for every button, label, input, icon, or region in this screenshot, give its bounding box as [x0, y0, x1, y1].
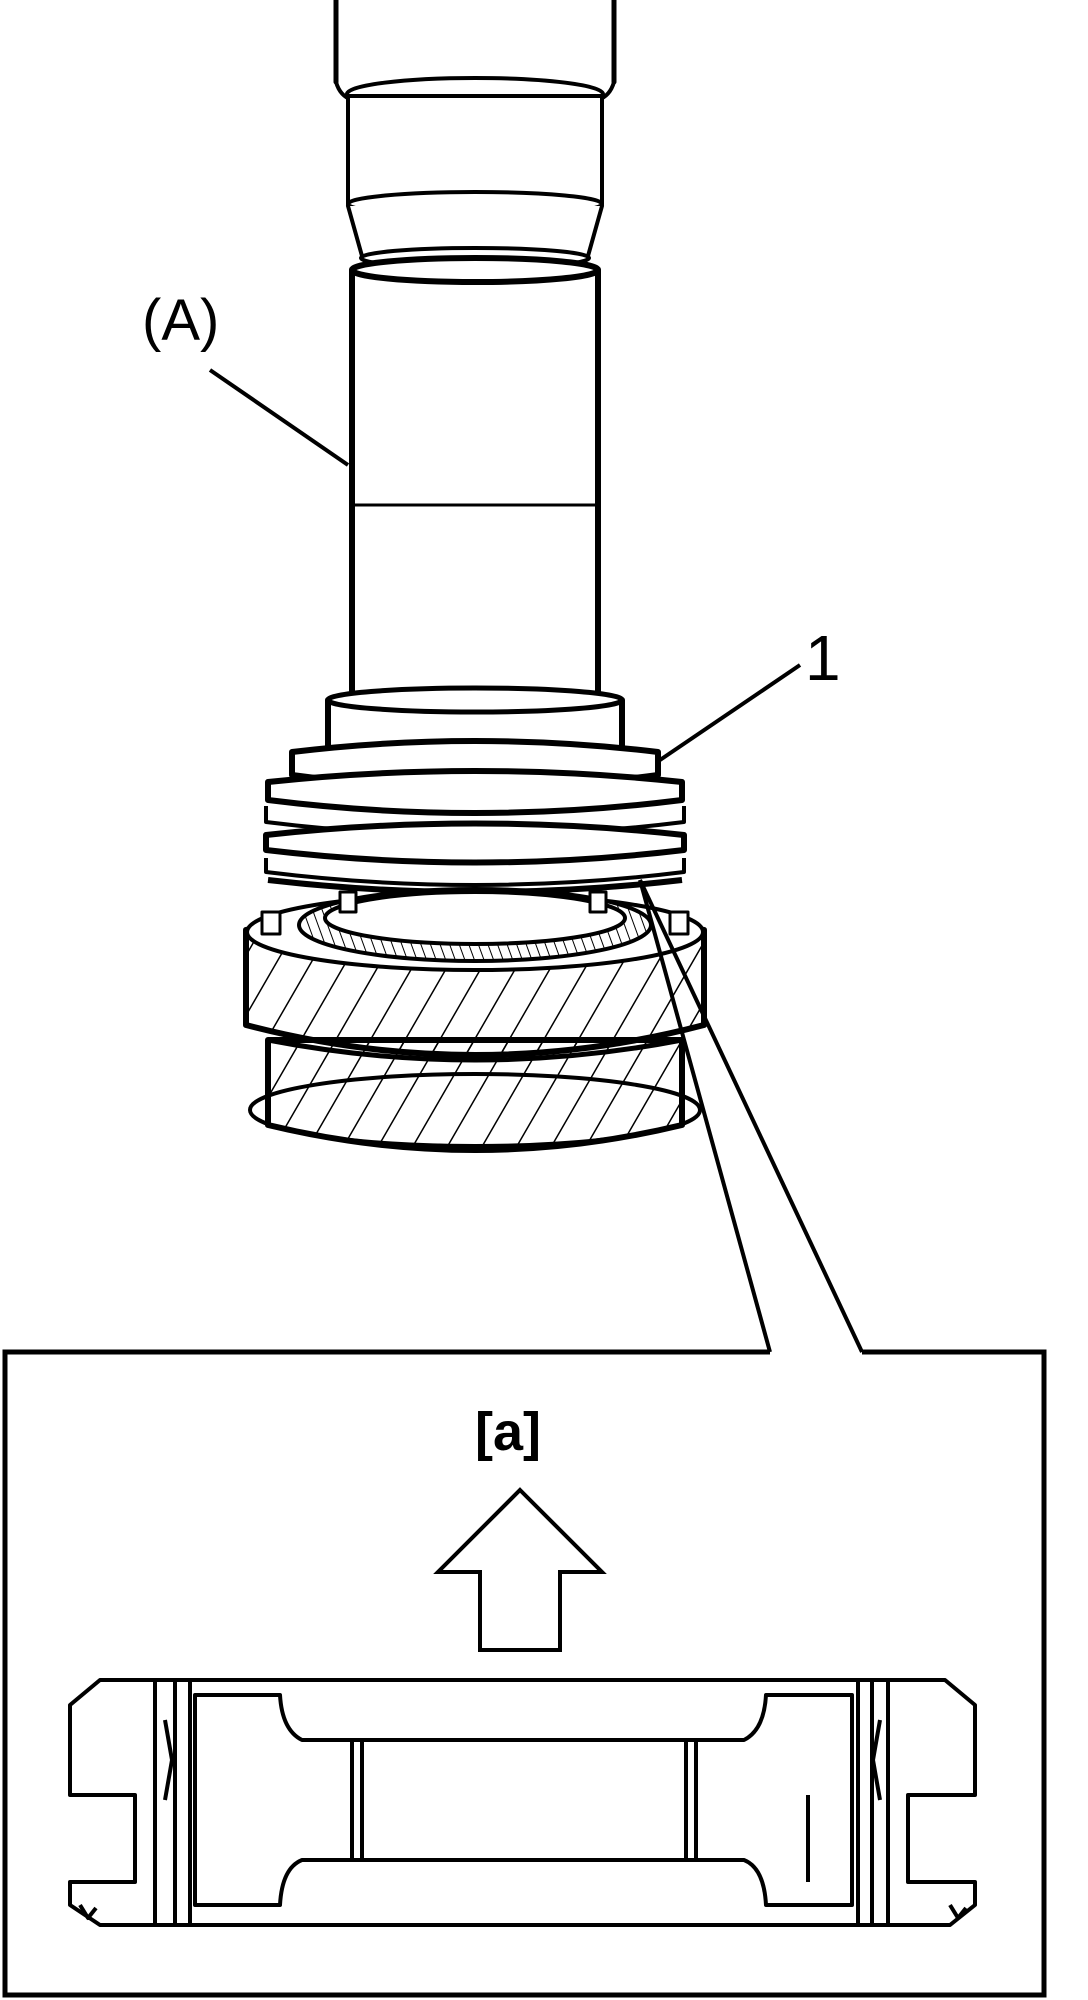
leader-part-1 [658, 663, 802, 762]
detail-leader-right [638, 879, 864, 1353]
tool-body [349, 267, 601, 703]
arrow-up-icon [433, 1487, 607, 1652]
leader-tool [208, 368, 350, 467]
detail-view: [a] [2, 1349, 1047, 1998]
callout-part-label: 1 [805, 622, 841, 694]
synchronizer-ring-stack [263, 738, 687, 895]
detail-leader-left [638, 879, 772, 1353]
detail-frame [2, 1349, 1047, 1998]
ring-cross-section [68, 1678, 977, 1927]
press-tool [325, 0, 625, 761]
callout-tool-label: (A) [142, 288, 219, 353]
leader-lines [208, 368, 864, 1353]
detail-label: [a] [475, 1402, 541, 1462]
tool-upper-shaft [333, 0, 617, 85]
helical-gear [243, 887, 707, 1153]
